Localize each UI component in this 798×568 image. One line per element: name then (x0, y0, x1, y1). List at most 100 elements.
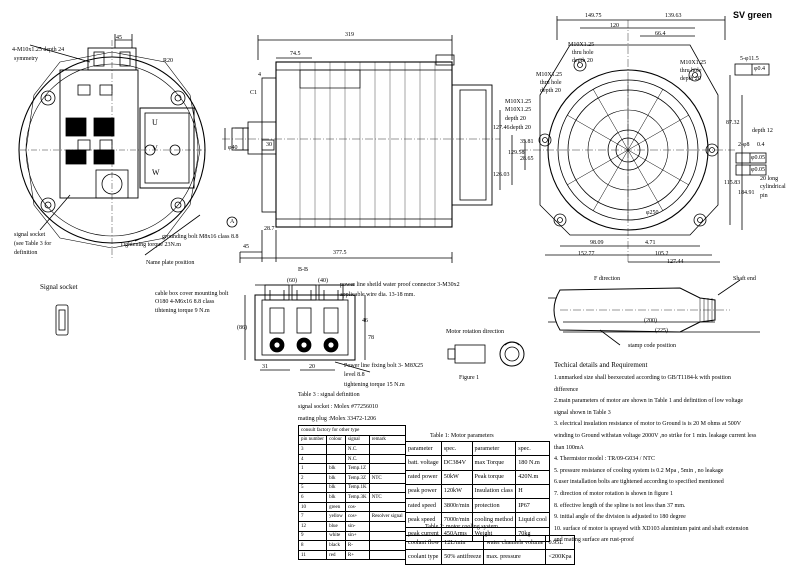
table3-cell: Temp.1K (344, 482, 370, 494)
pin-note-3: φ0.05 (751, 155, 765, 161)
shaft-dim-225: (225) (655, 328, 668, 334)
tech-line: 6.user installation bolts are tightened … (554, 479, 724, 486)
table3-cell (368, 520, 407, 532)
table3-cell: Temp.1Z (344, 463, 370, 474)
table3-cell: blk (326, 482, 346, 494)
table3-cell: Temp.3K (344, 492, 370, 503)
side-thread-depth: depth 20 (505, 116, 526, 122)
table3-cell: blue (326, 520, 346, 532)
flange-dim-152-77: 152.77 (578, 251, 595, 257)
cable-dim-40: (40) (318, 278, 328, 284)
table3-cell: N.C. (344, 453, 370, 465)
pin-note-5: cylindrical (760, 184, 786, 190)
flange-m10-c-3: depth 20 (540, 88, 561, 94)
table1-cell: Insulation class (471, 483, 517, 500)
table1-cell: 120kW (440, 483, 473, 500)
power-bolt-note-2: level 8.8 (344, 372, 365, 378)
tech-line: difference (554, 386, 579, 393)
front-dim-45: 45 (116, 35, 122, 41)
table3-cell (368, 453, 407, 465)
table3-header: pin number (297, 434, 328, 446)
table1-cell: IP67 (515, 498, 550, 514)
table3-cell: 9 (297, 530, 328, 542)
flange-dim-98-09: 98.09 (590, 240, 604, 246)
table3-cell: black (326, 540, 346, 551)
pin-note-4: 20 long (760, 176, 779, 182)
side-dim-74-5: 74.5 (290, 51, 301, 57)
table1-cell: peak power (405, 483, 442, 500)
flange-dim-66-4: 66.4 (655, 31, 666, 37)
flange-dim-phi250: φ250 (646, 210, 659, 216)
flange-m10-d-1: M10X1.25 (505, 107, 532, 113)
table2-cell: coolant type (404, 549, 443, 565)
signal-socket-note-3: definition (14, 250, 38, 256)
table3-cell (368, 501, 407, 513)
shaft-end-label: Shaft end (733, 276, 756, 282)
pin-note-6: pin (760, 193, 768, 199)
phase-u-label: U (152, 118, 158, 127)
flange-dim-4-71: 4.71 (645, 240, 656, 246)
mount-note-2: O180 4-M6x16 8.8 class (155, 299, 215, 305)
table2-cell: 50% antifreeze (441, 549, 485, 565)
table1-cell: rated speed (405, 498, 442, 514)
table3-cell: Resolver signal (368, 511, 407, 522)
phase-w-label: W (152, 168, 160, 177)
phase-v-label: V (152, 144, 158, 153)
table3-cell: white (326, 530, 346, 542)
table3-cell (326, 453, 346, 465)
table3-consult: consult factory for other type (298, 425, 406, 436)
flange-dim-87-32: 87.32 (726, 120, 740, 126)
grounding-note-2: Tightening torque 23N.m (120, 242, 181, 248)
flange-m10-a-1: M10X1.25 (568, 42, 595, 48)
flange-tol-2: φ0.05 (751, 167, 765, 173)
table3-cell (368, 444, 407, 455)
signal-socket-title: Signal socket (40, 283, 78, 291)
rotation-figure: Figure 1 (459, 375, 480, 381)
table3-title: Table 3 : signal definition (298, 392, 360, 398)
shield-note-2: applicable wire dia. 13-18 mm. (340, 292, 415, 298)
table3-cell: 8 (297, 540, 328, 551)
side-dim-377-5: 377.5 (333, 250, 347, 256)
table3-socket: signal socket : Molex #77256010 (298, 404, 378, 410)
tech-line: than 100mA (554, 444, 584, 451)
signal-socket-note-1: signal socket (14, 232, 46, 238)
table3-cell (368, 482, 407, 494)
flange-dim-28-65: 28.65 (520, 156, 534, 162)
table3-cell: R- (344, 540, 370, 551)
holes-label: 4-M10x1.25 depth 24 (12, 47, 65, 53)
side-view (222, 35, 500, 263)
shaft-dim-200: (200) (644, 318, 657, 324)
table3-cell: NTC (368, 472, 407, 484)
flange-m10-b-3: depth 20 (680, 76, 701, 82)
flange-dim-120: 120 (610, 23, 619, 29)
flange-m10-b-2: thru hole (680, 68, 702, 74)
table3-cell (368, 540, 407, 551)
side-dim-45: 45 (243, 244, 249, 250)
flange-m10-a-2: thru hole (572, 50, 594, 56)
table3-cell: N.C. (344, 444, 370, 455)
table1-cell: spec. (440, 440, 473, 457)
flange-dim-184-91: 184.91 (738, 190, 755, 196)
cable-box-title: B-B (298, 267, 309, 273)
table3-cell: 12 (297, 520, 328, 532)
table3-header: colour (326, 434, 346, 446)
table3-cell: green (326, 501, 346, 513)
table3-cell: yellow (326, 511, 346, 522)
pin-note-1: depth 12 (752, 128, 773, 134)
flange-dim-35-81: 35.81 (520, 139, 534, 145)
signal-table: consult factory for other type pin numbe… (297, 425, 407, 561)
pin-note-2: 2-φ8 (738, 142, 750, 148)
